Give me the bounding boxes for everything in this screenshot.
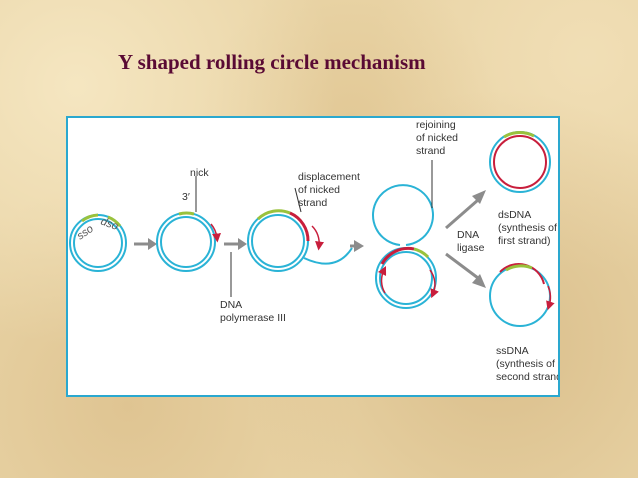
polymerase-label: DNA polymerase III	[220, 299, 286, 324]
single-strand-circle	[372, 184, 434, 246]
rejoining-label: rejoining of nicked strand	[416, 119, 461, 157]
stage-5-dsdna	[489, 130, 551, 193]
arrow-2-head	[238, 238, 247, 250]
double-strand-circle-inner	[379, 251, 433, 305]
stage-4-y-shape	[372, 160, 439, 309]
arrow-1-head	[148, 238, 157, 250]
arrow-to-dsdna	[445, 198, 479, 230]
sso-origin-mark	[81, 213, 99, 223]
diagram-frame: sso dso nick 3′ DNA polymerase III displ…	[66, 116, 560, 397]
dsdna-outer-strand	[489, 131, 551, 193]
stage-3-origin-mark	[256, 209, 291, 221]
dsdna-new-strand	[493, 135, 547, 189]
stage-5-ssdna	[489, 263, 555, 327]
stage-3-displacement	[247, 187, 353, 272]
stage-4-right-arrow	[429, 269, 439, 299]
ssdna-origin-mark	[505, 264, 533, 272]
stage-4-left-arrow	[377, 265, 387, 294]
dso-origin-mark	[107, 215, 122, 227]
displacement-label: displacement of nicked strand	[298, 171, 363, 209]
new-strand-stage-3	[289, 211, 310, 242]
arrow-3-head	[354, 240, 364, 252]
stage-2-nicked-plasmid: nick 3′	[156, 167, 221, 272]
arrow-to-dsdna-head	[472, 190, 486, 204]
stage-4-origin-mark	[413, 247, 430, 259]
ssdna-label: ssDNA (synthesis of second strand)	[496, 345, 558, 383]
synthesis-direction-arrow	[210, 223, 221, 243]
slide-title: Y shaped rolling circle mechanism	[118, 50, 426, 74]
dsdna-label: dsDNA (synthesis of first strand)	[498, 209, 558, 247]
displacement-leader-line	[294, 187, 302, 213]
ligase-label: DNA ligase	[457, 229, 485, 254]
dso-label: dso	[99, 216, 120, 233]
nick-label: nick	[190, 167, 209, 179]
nick-origin-mark	[178, 211, 195, 216]
new-strand-stage-4	[380, 246, 415, 265]
displaced-strand-tail	[303, 247, 353, 265]
arrow-to-ssdna-head	[472, 274, 486, 288]
dsdna-origin-mark	[503, 130, 535, 139]
three-prime-label: 3′	[182, 191, 190, 203]
sso-label: sso	[75, 223, 96, 243]
stage-3-direction-arrow	[311, 225, 325, 251]
rolling-circle-diagram: sso dso nick 3′ DNA polymerase III displ…	[69, 119, 558, 383]
ssdna-direction-arrow	[546, 285, 555, 311]
arrow-to-ssdna	[445, 252, 479, 280]
stage-1-plasmid: sso dso	[69, 213, 127, 272]
